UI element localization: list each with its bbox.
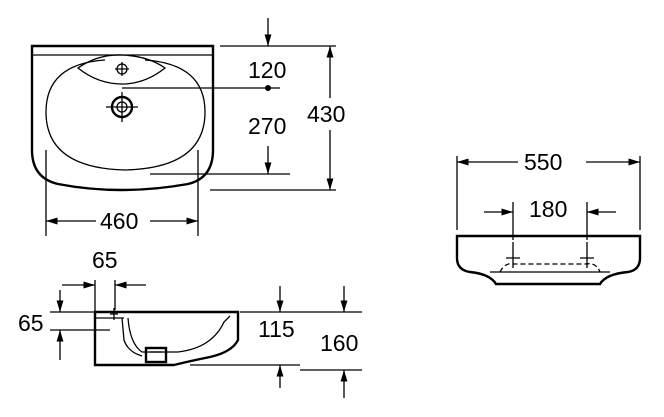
dim-65-horizontal: 65 [92, 247, 118, 273]
drain-icon [106, 92, 138, 122]
side-inner-bowl [127, 315, 231, 353]
side-drain-icon [144, 346, 168, 364]
front-view: 550 180 [455, 149, 642, 286]
dim-270: 270 [248, 113, 286, 139]
dim-120: 120 [248, 57, 286, 83]
top-view: 120 270 430 460 [30, 18, 345, 236]
dim-430: 430 [307, 101, 345, 127]
front-outline [455, 234, 642, 286]
side-view: 65 65 115 160 [18, 247, 362, 398]
side-tap-icon [110, 308, 118, 320]
front-hole-right-icon [580, 242, 594, 268]
front-hole-left-icon [506, 242, 520, 268]
tap-deck [76, 54, 167, 85]
basin-outline [30, 44, 215, 192]
dim-180: 180 [529, 196, 567, 222]
dim-65-vertical: 65 [18, 310, 44, 336]
side-outline [93, 310, 240, 367]
bowl-outline [45, 59, 206, 171]
dim-115: 115 [258, 316, 295, 342]
dim-460: 460 [100, 208, 138, 234]
dim-160: 160 [320, 330, 358, 356]
front-inner-bowl [499, 263, 601, 273]
dim-550: 550 [524, 149, 562, 175]
tap-hole-icon [115, 62, 129, 76]
